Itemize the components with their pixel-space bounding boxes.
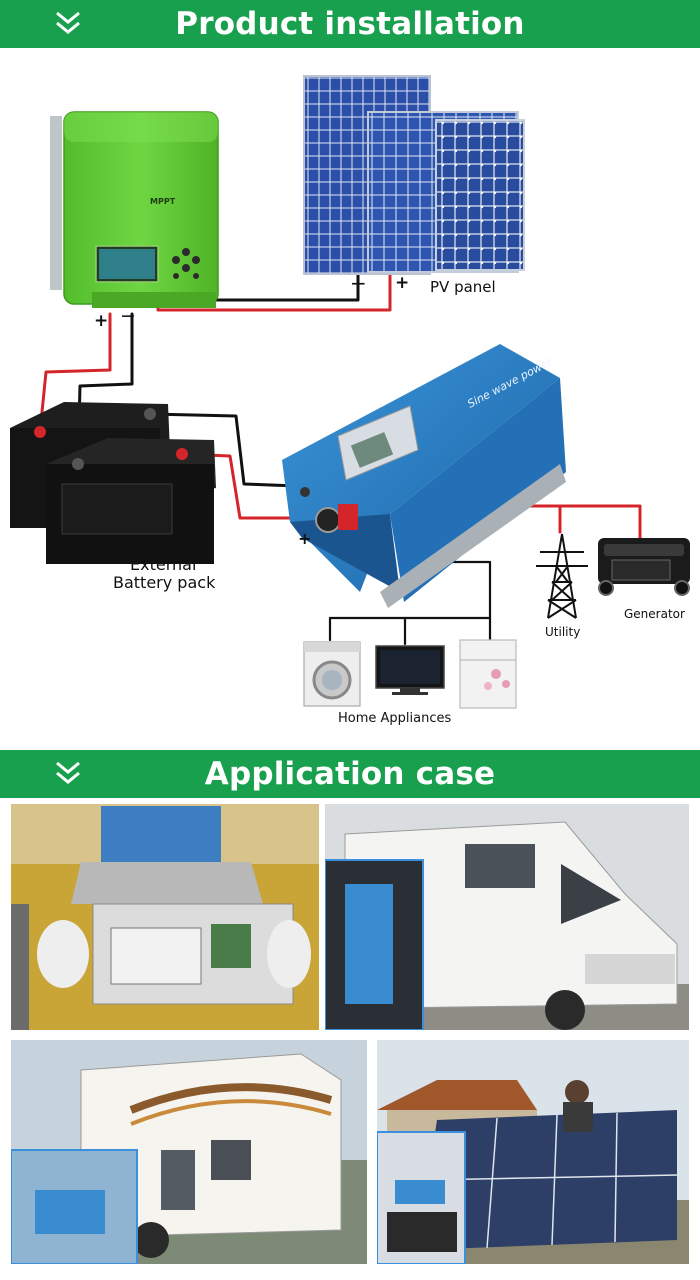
charge-controller: MPPT [50, 111, 219, 308]
utility-label: Utility [545, 625, 580, 639]
generator-icon [598, 538, 690, 596]
pv-minus-label: − [350, 271, 367, 295]
battery-pack [10, 402, 216, 564]
inverter: Sine wave power [282, 344, 566, 608]
photo-pump-control-box [11, 804, 319, 1030]
pv-panel-label: PV panel [430, 278, 496, 296]
double-chevron-down-icon [56, 761, 80, 784]
battery-label-line2: Battery pack [113, 573, 216, 592]
utility-tower-icon [536, 533, 588, 619]
pv-plus-label: + [395, 273, 409, 293]
section-banner-application: Application case [0, 750, 700, 798]
photo-caravan-installation [11, 1040, 367, 1264]
section-title: Application case [204, 756, 496, 792]
battery-label-line1: External [130, 555, 196, 574]
photo-rv-motorhome [325, 804, 689, 1030]
installation-diagram: − + PV panel MPPT + − External Battery p… [10, 75, 690, 726]
inverter-plus-label: + [298, 529, 311, 548]
wiring [38, 272, 642, 646]
controller-brand: MPPT [150, 197, 176, 206]
controller-plus-label: + [94, 311, 108, 331]
section-title: Product installation [175, 6, 525, 42]
refrigerator-icon [459, 639, 517, 709]
appliances-label: Home Appliances [338, 711, 451, 726]
washing-machine-icon [303, 641, 361, 707]
photo-rooftop-solar-array [377, 1040, 689, 1264]
pv-panels [303, 75, 525, 275]
generator-label: Generator [624, 607, 685, 621]
section-banner-installation: Product installation [0, 0, 700, 48]
controller-minus-label: − [120, 305, 136, 327]
television-icon [375, 645, 445, 695]
inverter-minus-label: − [268, 473, 285, 497]
double-chevron-down-icon [56, 11, 80, 34]
